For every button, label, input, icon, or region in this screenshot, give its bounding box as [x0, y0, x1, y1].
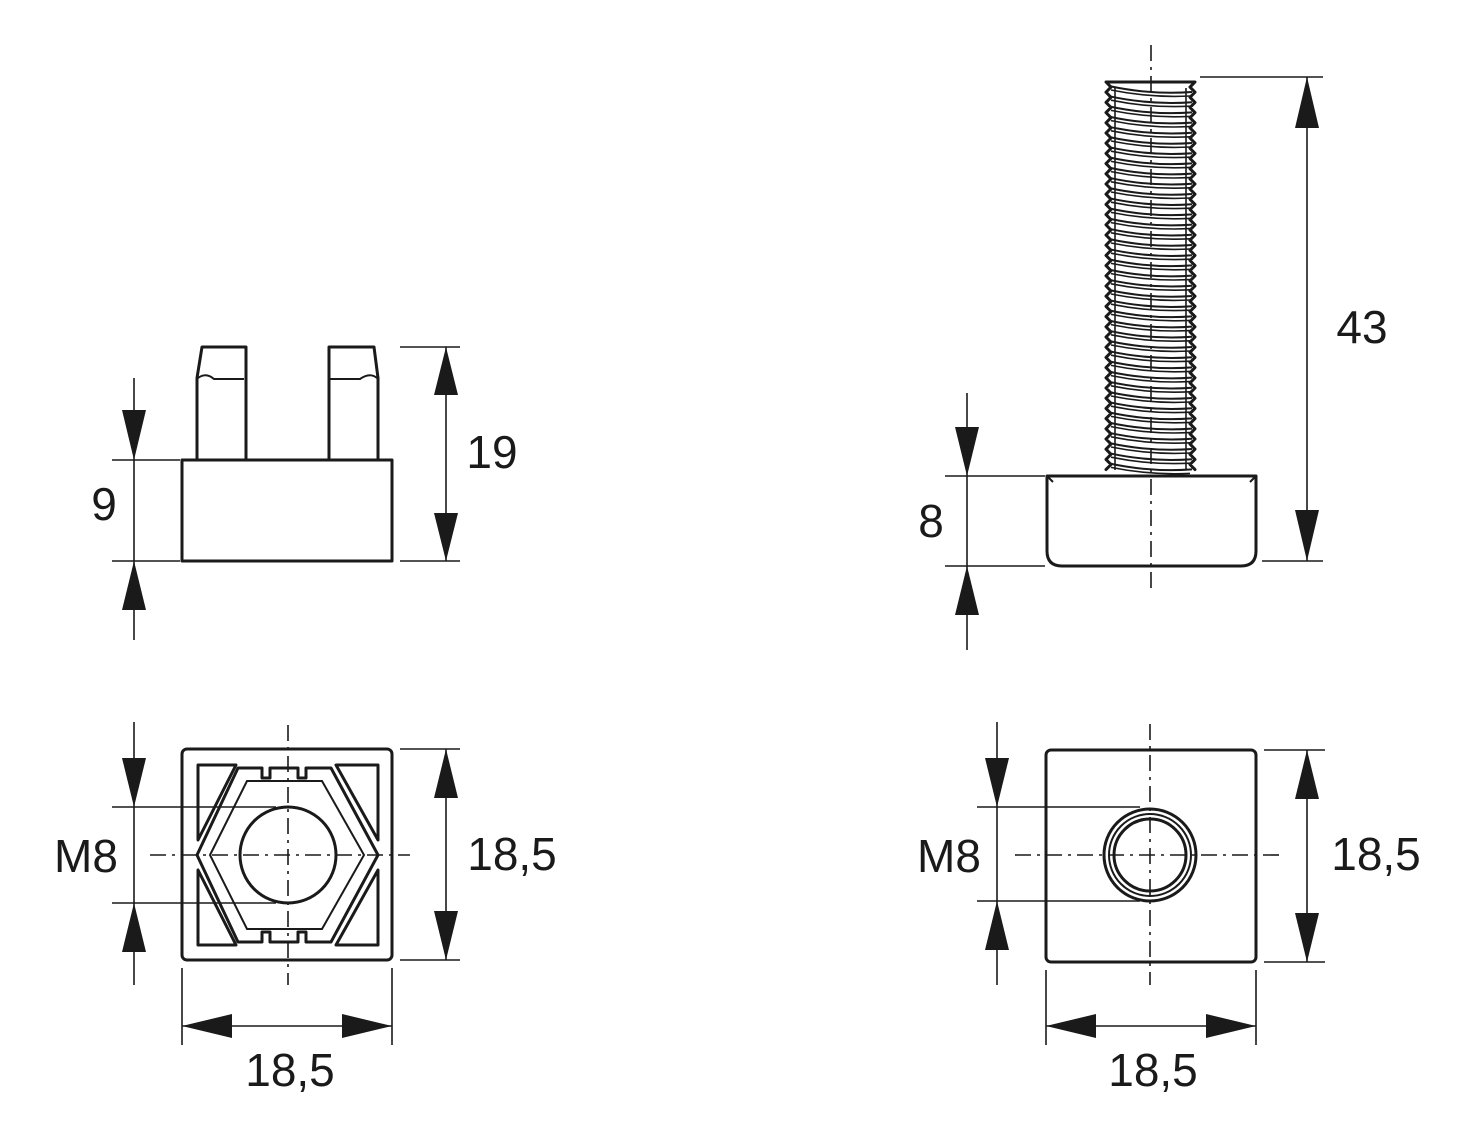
dimension-nut-height	[434, 749, 458, 960]
dimension-screw-length	[1295, 77, 1319, 561]
dim-label-screw-height: 18,5	[1331, 828, 1421, 880]
dimension-nut-thread	[122, 722, 146, 985]
dim-label-nut-height: 18,5	[467, 828, 557, 880]
dimension-nut-total-height	[434, 347, 458, 561]
dim-label-nut-thread: M8	[54, 830, 118, 882]
dimension-screw-width	[1046, 1014, 1256, 1038]
nut-top-view: M8 18,5 18,5	[54, 722, 557, 1096]
dim-label-nut-total-height: 19	[466, 426, 517, 478]
nut-tab-right	[327, 345, 380, 462]
dim-label-screw-head-height: 8	[918, 495, 944, 547]
dim-label-nut-base-height: 9	[91, 478, 117, 530]
nut-tab-left	[195, 345, 248, 462]
dimension-nut-width	[182, 1014, 392, 1038]
dim-label-screw-thread: M8	[917, 830, 981, 882]
screw-side-view: 43 8	[918, 45, 1388, 650]
dim-label-nut-width: 18,5	[245, 1044, 335, 1096]
dimension-screw-thread	[985, 722, 1009, 985]
dimension-screw-head-height	[955, 393, 979, 650]
screw-head	[1045, 474, 1258, 568]
dim-label-screw-length: 43	[1336, 301, 1387, 353]
screw-top-view: M8 18,5 18,5	[917, 722, 1421, 1096]
dim-label-screw-width: 18,5	[1108, 1044, 1198, 1096]
nut-base	[180, 458, 394, 563]
dimension-screw-height	[1295, 750, 1319, 962]
screw-top-outline	[1044, 748, 1258, 964]
nut-side-view: 9 19	[91, 345, 518, 640]
dimension-nut-base-height	[122, 378, 146, 640]
